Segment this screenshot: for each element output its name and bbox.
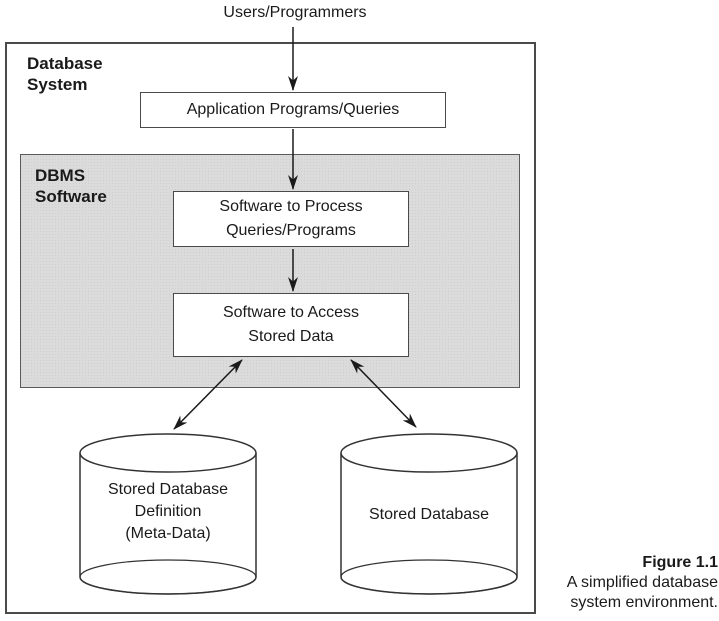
figure-caption: Figure 1.1 A simplified database system … [498, 553, 718, 613]
software-access-stored-data-box: Software to Access Stored Data [173, 293, 409, 357]
application-programs-queries-box: Application Programs/Queries [140, 92, 446, 128]
stored-database-definition-label: Stored Database Definition (Meta-Data) [107, 481, 229, 542]
stored-database-label: Stored Database [368, 506, 490, 523]
software-process-queries-text: Software to Process Queries/Programs [219, 198, 363, 239]
users-programmers-label: Users/Programmers [223, 4, 367, 21]
software-process-queries-box: Software to Process Queries/Programs [173, 191, 409, 247]
application-programs-queries-text: Application Programs/Queries [186, 101, 400, 118]
figure-caption-title: Figure 1.1 [642, 554, 718, 571]
figure-caption-line1: A simplified database [566, 574, 718, 591]
figure-caption-line2: system environment. [570, 594, 718, 611]
software-access-stored-data-text: Software to Access Stored Data [222, 304, 360, 345]
database-system-label: Database System [27, 54, 103, 94]
dbms-software-label: DBMS Software [35, 166, 107, 206]
